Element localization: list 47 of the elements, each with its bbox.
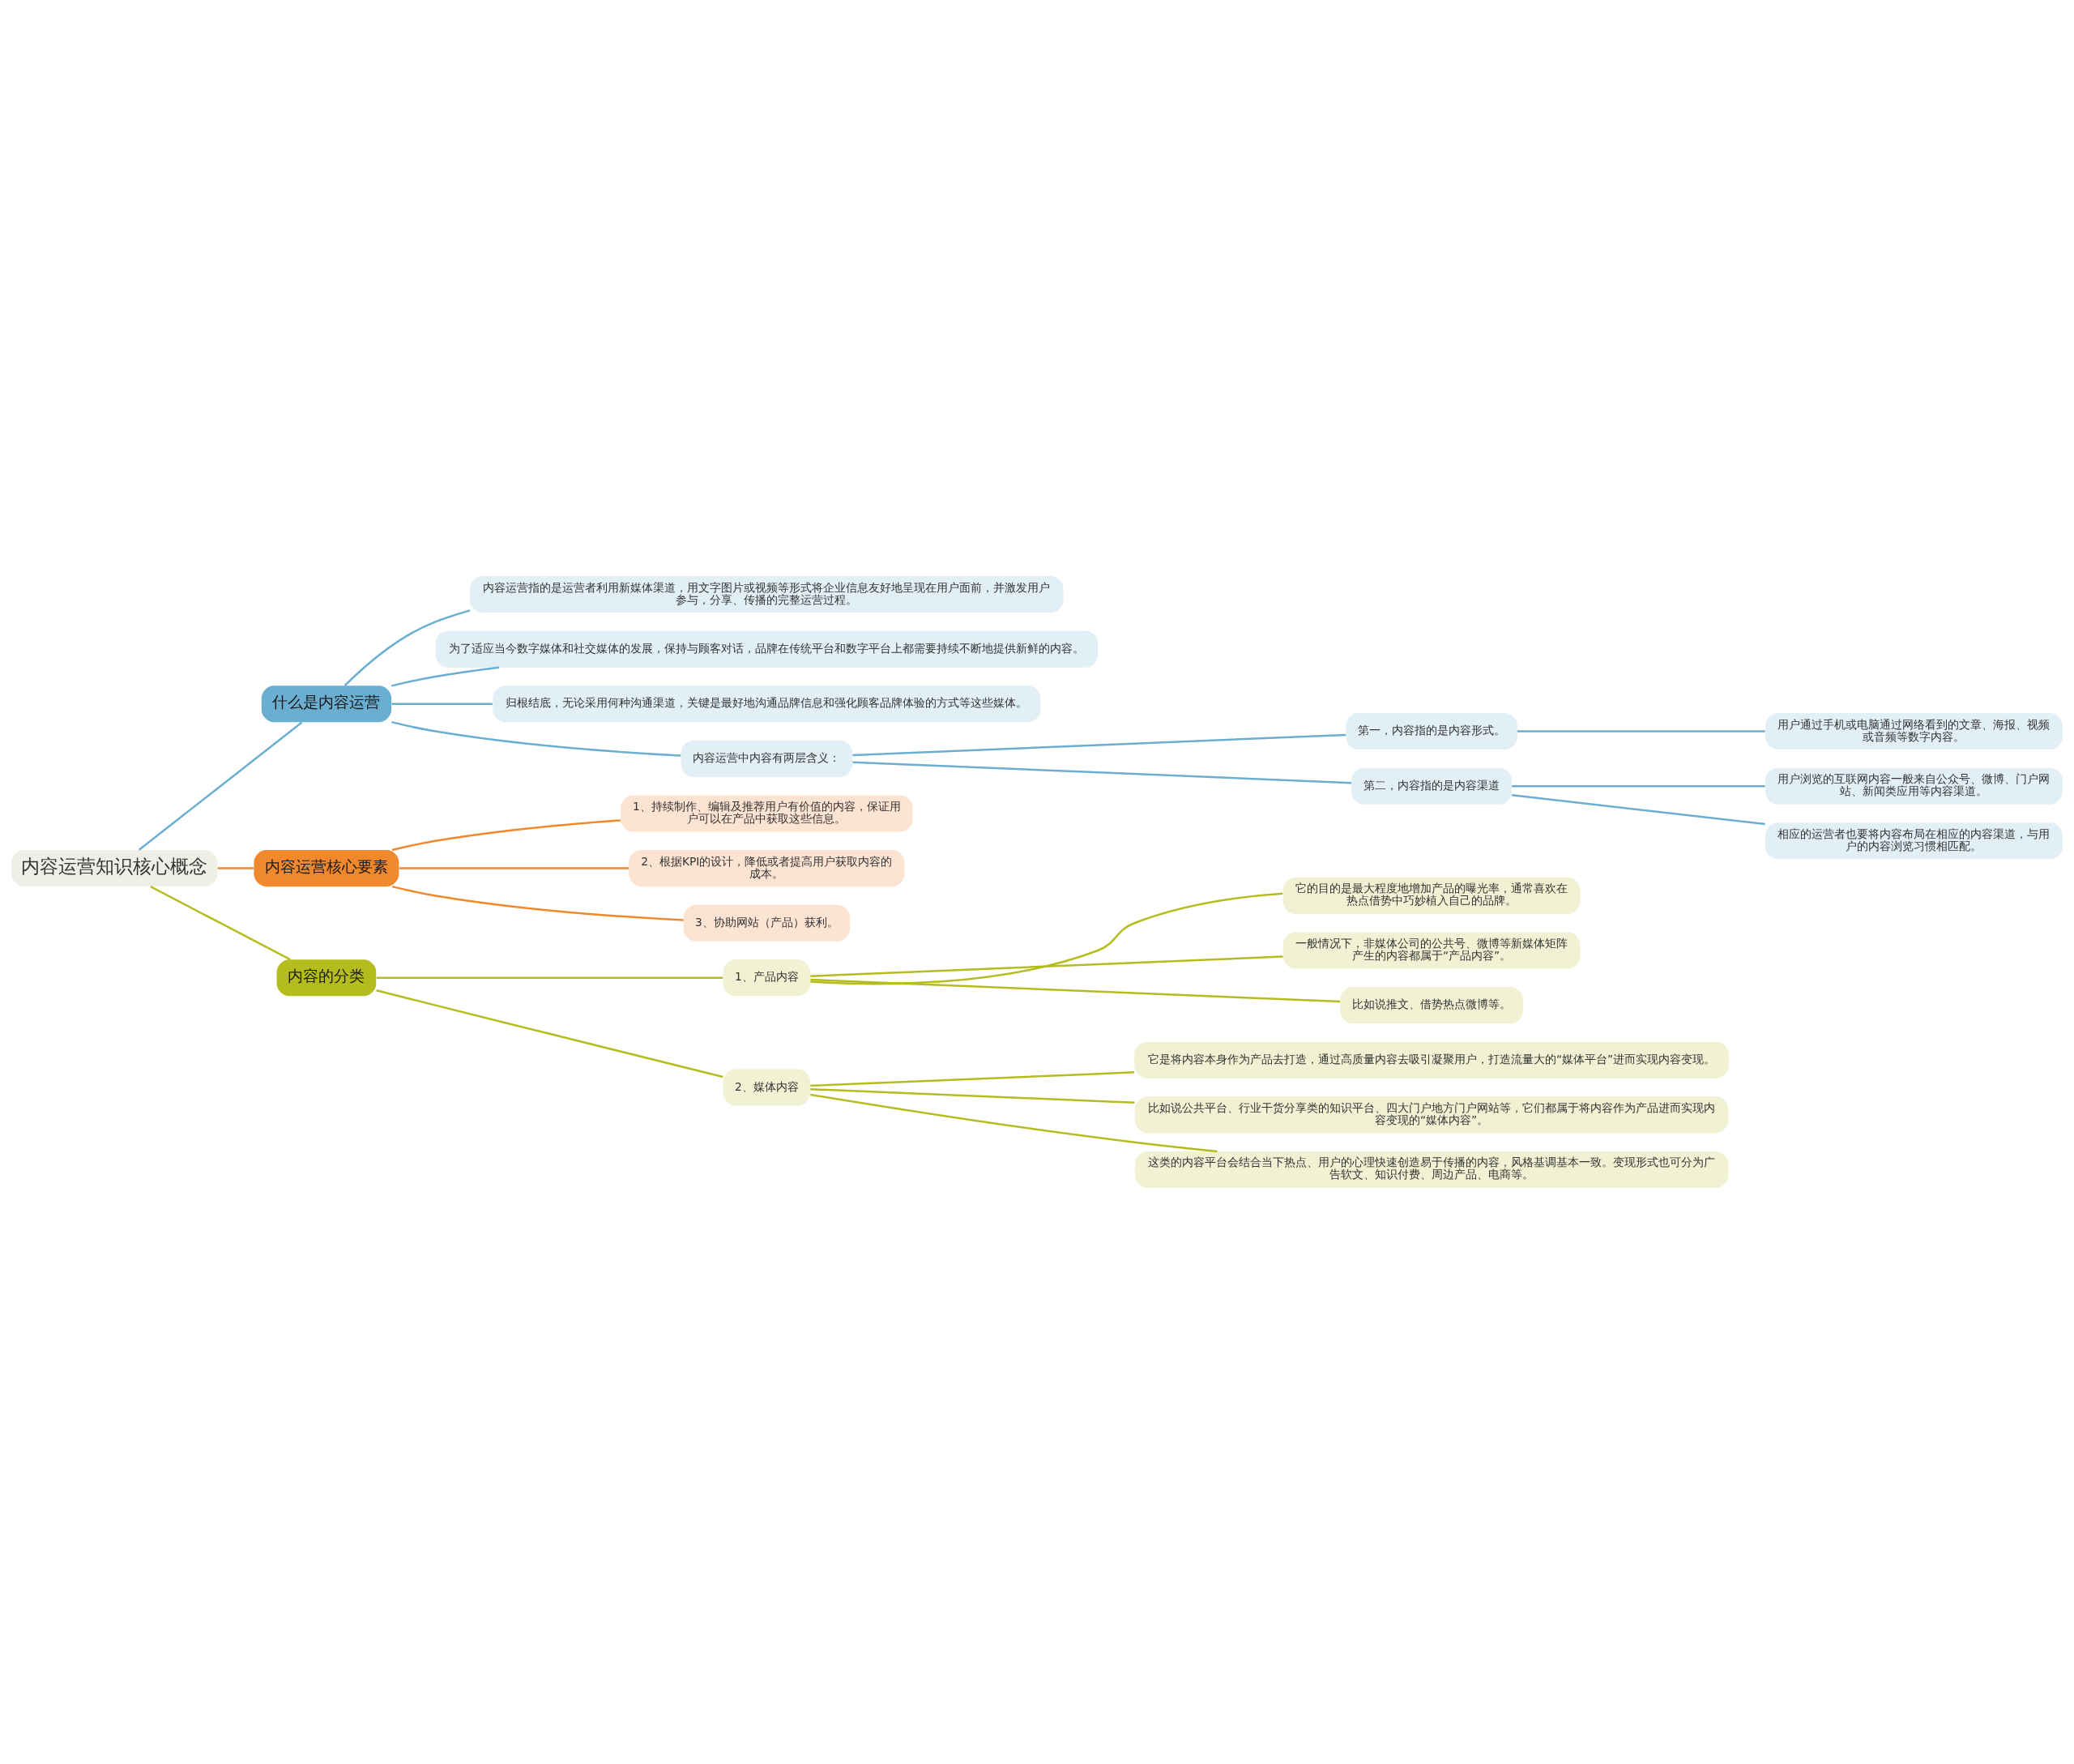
node-box: 为了适应当今数字媒体和社交媒体的发展，保持与顾客对话，品牌在传统平台和数字平台上都需要持续不断地提供新鲜的内容。 xyxy=(435,630,1099,668)
node-box: 比如说推文、借势热点微博等。 xyxy=(1340,987,1523,1024)
node-box: 第二，内容指的是内容渠道 xyxy=(1351,767,1512,805)
connector xyxy=(852,761,1352,784)
connector xyxy=(1512,784,1765,788)
node-box: 1、产品内容 xyxy=(723,959,811,997)
node-box: 1、持续制作、编辑及推荐用户有价值的内容，保证用户可以在产品中获取这些信息。 xyxy=(621,795,913,832)
node-box: 它是将内容本身作为产品去打造，通过高质量内容去吸引凝聚用户，打造流量大的“媒体平台”进而实现内容变现。 xyxy=(1134,1041,1729,1078)
node-box: 内容的分类 xyxy=(276,959,377,997)
node-box: 内容运营核心要素 xyxy=(254,850,399,887)
node-box: 相应的运营者也要将内容布局在相应的内容渠道，与用户的内容浏览习惯相匹配。 xyxy=(1765,822,2063,860)
connector xyxy=(1512,794,1765,826)
node-box: 内容运营中内容有两层含义： xyxy=(681,740,853,777)
node-box: 什么是内容运营 xyxy=(261,686,392,723)
node-box: 一般情况下，非媒体公司的公共号、微博等新媒体矩阵产生的内容都属于“产品内容”。 xyxy=(1282,932,1581,969)
node-box: 2、根据KPI的设计，降低或者提高用户获取内容的成本。 xyxy=(629,850,905,887)
node-box: 3、协助网站（产品）获利。 xyxy=(683,904,850,942)
connector xyxy=(810,978,1341,1003)
node-box: 2、媒体内容 xyxy=(723,1069,811,1106)
connector xyxy=(810,1093,1218,1153)
connector xyxy=(138,721,303,851)
connector xyxy=(376,989,723,1078)
node-box: 第一，内容指的是内容形式。 xyxy=(1346,713,1517,750)
node-box: 内容运营指的是运营者利用新媒体渠道，用文字图片或视频等形式将企业信息友好地呈现在用户面前，并激发用户参与，分享、传播的完整运营过程。 xyxy=(470,576,1064,613)
node-box: 归根结底，无论采用何种沟通渠道，关键是最好地沟通品牌信息和强化顾客品牌体验的方式等这些媒体。 xyxy=(493,686,1041,723)
connector xyxy=(391,720,681,757)
node-box: 这类的内容平台会结合当下热点、用户的心理快速创造易于传播的内容，风格基调基本一致。变现形式也可分为广告软文、知识付费、周边产品、电商等。 xyxy=(1134,1151,1729,1188)
connector xyxy=(344,609,471,686)
node-box: 内容运营知识核心概念 xyxy=(11,850,218,887)
connector xyxy=(150,886,291,961)
connector xyxy=(217,867,254,869)
node-box: 用户浏览的互联网内容一般来自公众号、微博、门户网站、新闻类应用等内容渠道。 xyxy=(1765,767,2063,805)
node-box: 它的目的是最大程度地增加产品的曝光率，通常喜欢在热点借势中巧妙植入自己的品牌。 xyxy=(1282,877,1581,914)
connector xyxy=(852,733,1346,757)
connector xyxy=(1517,730,1765,733)
connector xyxy=(399,867,629,869)
connector xyxy=(391,819,621,852)
node-box: 用户通过手机或电脑通过网络看到的文章、海报、视频或音频等数字内容。 xyxy=(1765,713,2063,750)
connector xyxy=(810,1087,1135,1104)
connector xyxy=(810,1071,1134,1087)
connector xyxy=(376,976,723,980)
connector xyxy=(391,703,493,705)
connector xyxy=(391,885,684,921)
node-box: 比如说公共平台、行业干货分享类的知识平台、四大门户地方门户网站等，它们都属于将内容作为产品进而实现内容变现的“媒体内容”。 xyxy=(1134,1096,1729,1134)
connector xyxy=(810,892,1283,985)
connector xyxy=(391,666,499,687)
connector xyxy=(810,955,1283,977)
